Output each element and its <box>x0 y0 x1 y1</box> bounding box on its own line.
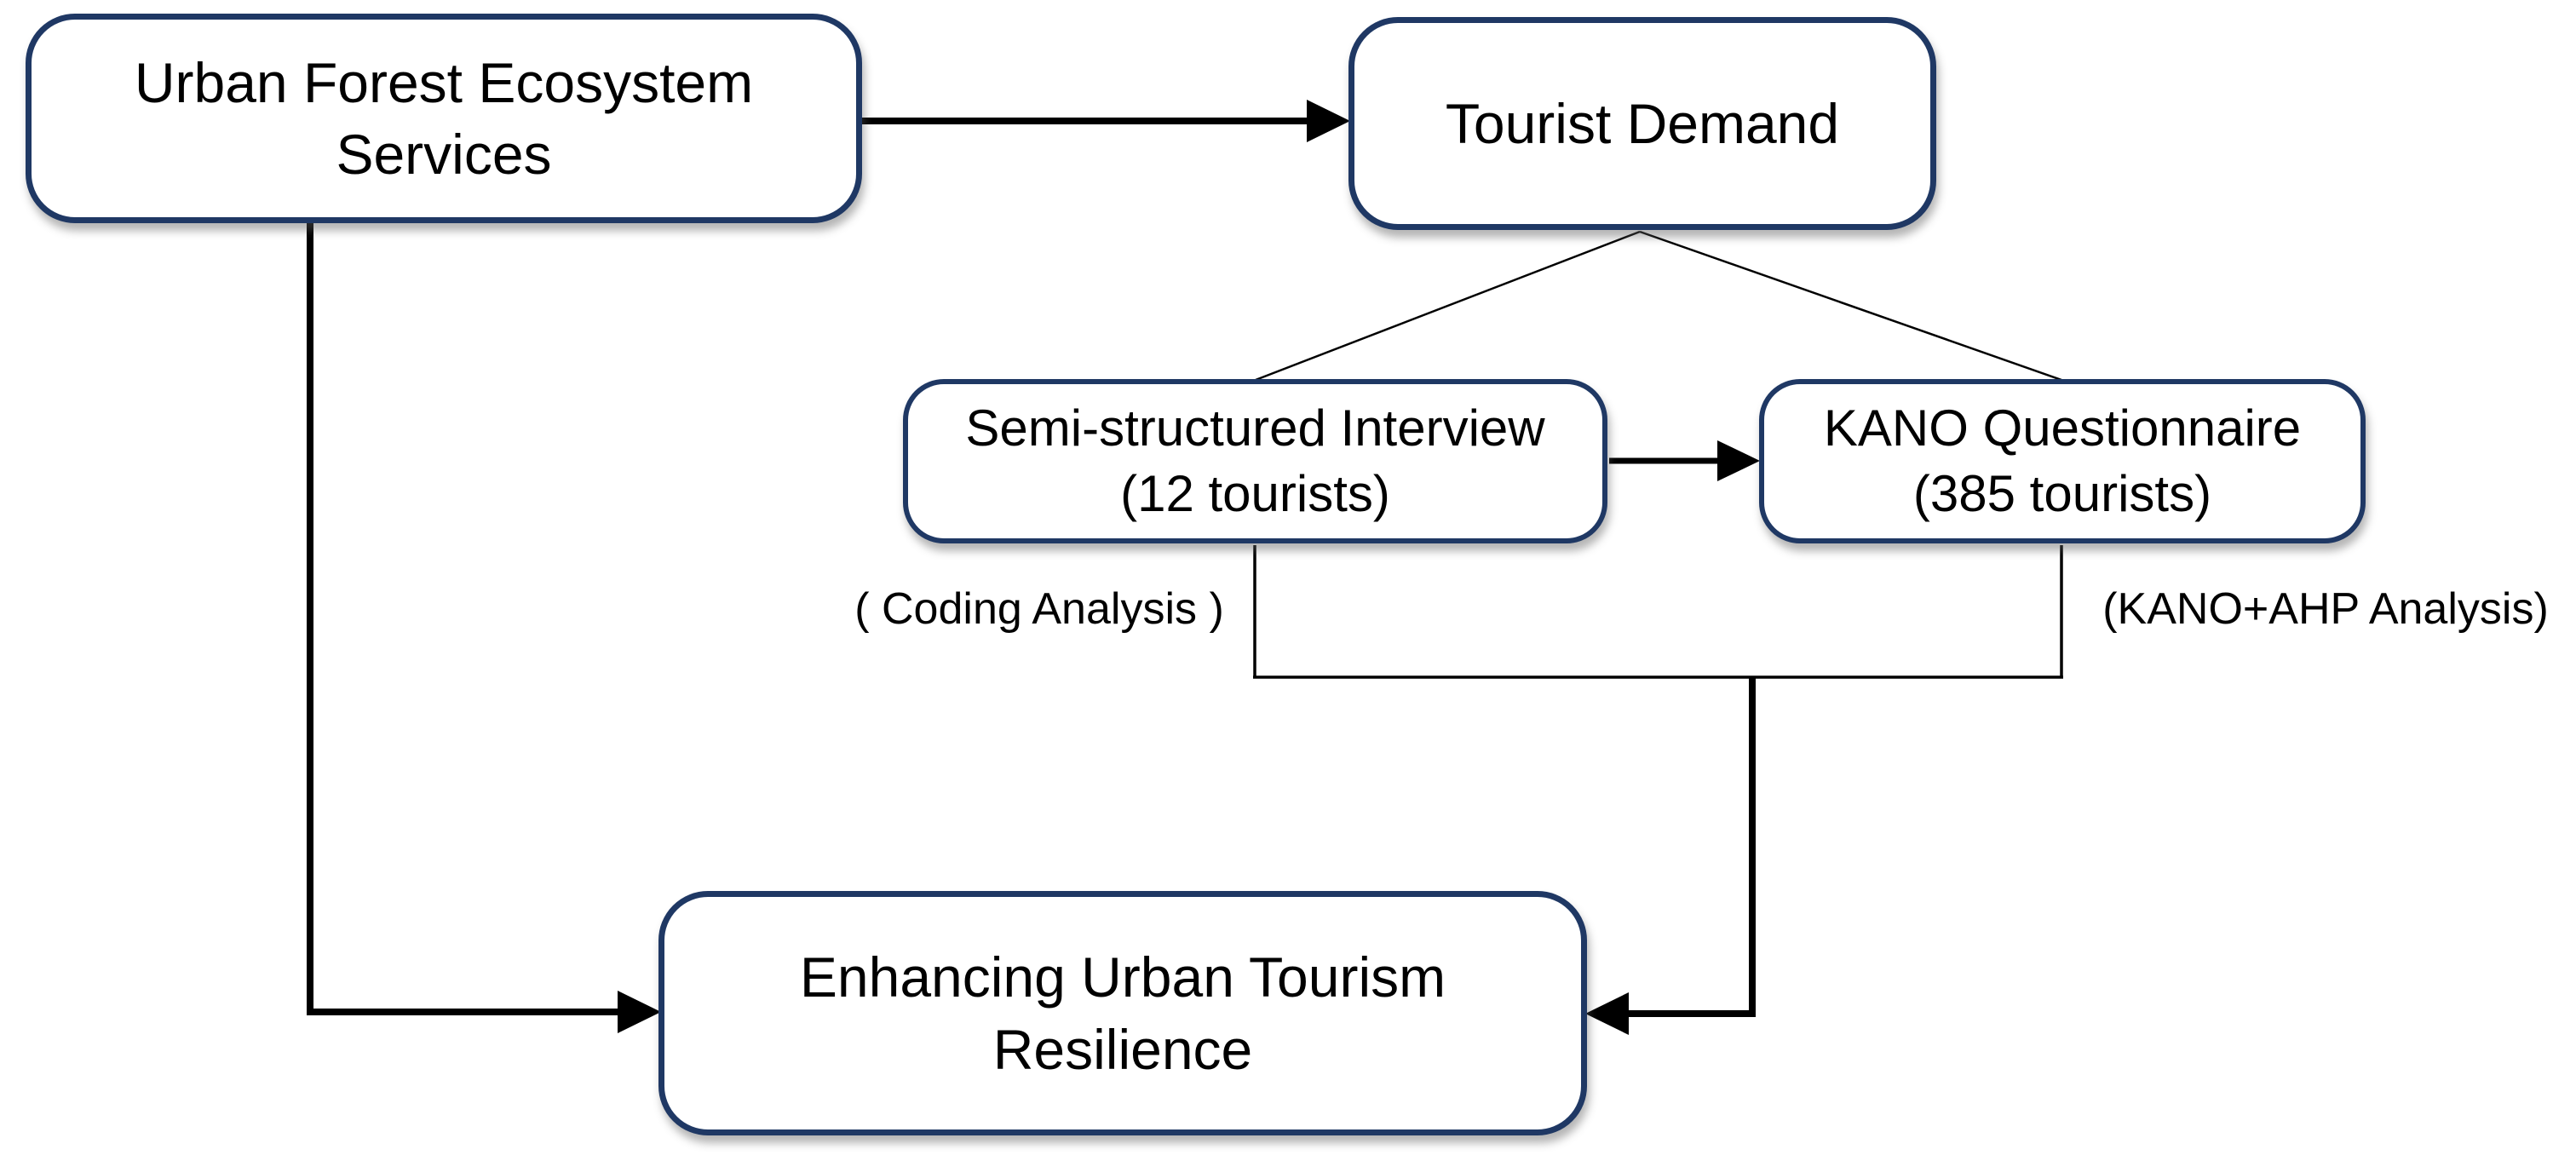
edge-merge-to-resilience <box>1623 677 1756 1017</box>
node-tourist-demand: Tourist Demand <box>1348 17 1936 230</box>
node-urban-forest-line1: Urban Forest Ecosystem <box>134 50 754 114</box>
node-resilience-line2: Resilience <box>992 1017 1253 1081</box>
node-kano-line1: KANO Questionnaire <box>1823 399 2302 457</box>
node-interview-line1: Semi-structured Interview <box>965 399 1545 457</box>
arrowhead-merge-to-resilience <box>1585 992 1629 1035</box>
arrowhead-forest-to-resilience <box>618 991 661 1033</box>
node-interview-line2: (12 tourists) <box>1120 464 1390 522</box>
node-urban-forest-ecosystem-services: Urban Forest Ecosystem Services <box>26 14 862 223</box>
node-resilience-line1: Enhancing Urban Tourism <box>799 945 1446 1009</box>
label-coding-analysis: ( Coding Analysis ) <box>854 584 1224 634</box>
node-urban-forest-line2: Services <box>336 123 552 186</box>
label-kano-ahp-analysis: (KANO+AHP Analysis) <box>2102 584 2549 634</box>
node-kano-line2: (385 tourists) <box>1912 464 2212 522</box>
edge-demand-to-kano <box>1639 230 2062 382</box>
node-tourist-demand-line1: Tourist Demand <box>1445 91 1840 155</box>
node-enhancing-urban-tourism-resilience: Enhancing Urban Tourism Resilience <box>658 891 1587 1135</box>
arrowhead-interview-to-kano <box>1717 440 1760 481</box>
arrowhead-forest-to-demand <box>1307 100 1350 142</box>
node-kano-questionnaire: KANO Questionnaire (385 tourists) <box>1759 379 2366 543</box>
edge-demand-to-interview <box>1255 230 1641 382</box>
edge-forest-to-resilience <box>307 223 622 1015</box>
node-semi-structured-interview: Semi-structured Interview (12 tourists) <box>903 379 1607 543</box>
